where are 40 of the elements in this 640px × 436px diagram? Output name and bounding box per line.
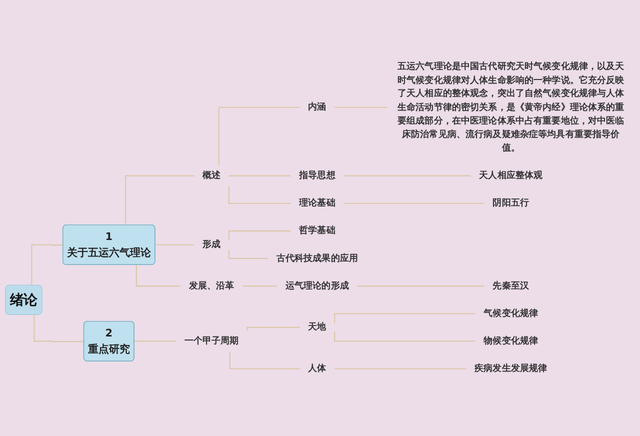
connector [334,107,388,108]
node-text: 指导思想 [299,170,336,182]
node-text: 内涵 [308,102,326,113]
node-text: 人体 [308,364,326,374]
connector [218,107,300,166]
connector [242,286,278,287]
connector [31,244,64,286]
connector [343,203,484,204]
connector [334,332,476,342]
connector [343,176,471,177]
node-text: 古代科技成果的应用 [276,253,358,264]
node-text: 气候变化规律 [484,308,538,320]
node-text: 疾病发生发展规律 [474,364,548,374]
connector [34,315,84,342]
node-text: 运气理论的形成 [285,280,349,292]
node-text: 形成 [202,240,221,250]
node-text: 哲学基础 [299,226,336,236]
connector [228,176,291,177]
node-text: 五运六气理论是中国古代研究天时气候变化规律，以及天时气候变化规律对人体生命影响的一种学说。它充分反映了天人相应的整体观念，突出了自然气候变化规律与人体生命活动节律的密切关系，是《黄帝内经》理论体系的重要组成部分，在中医理论体系中占有重要地位，对中医临床防治常见病、流行病及疑难杂症等均具有重要指导价值。 [397,61,624,154]
connector [228,230,291,240]
connector [136,265,180,287]
node-text: 物候变化规律 [484,336,538,347]
connector [334,313,476,324]
node-text: 先秦至汉 [492,280,530,292]
node-text: 理论基础 [299,198,336,209]
connector [246,327,300,331]
connector [154,244,194,246]
connector [356,286,484,287]
connector [228,250,268,260]
connector [334,368,466,370]
node-text: 天地 [308,322,326,333]
node-text: 天人相应整体观 [479,170,543,182]
node-text: 一个甲子周期 [184,336,239,347]
node-text: 阴阳五行 [492,198,530,209]
node-text: 发展、沿革 [188,280,234,292]
connector [229,352,300,370]
connector [125,176,194,226]
node-text: 概述 [202,170,221,182]
connector [134,341,176,342]
connector [228,186,291,204]
